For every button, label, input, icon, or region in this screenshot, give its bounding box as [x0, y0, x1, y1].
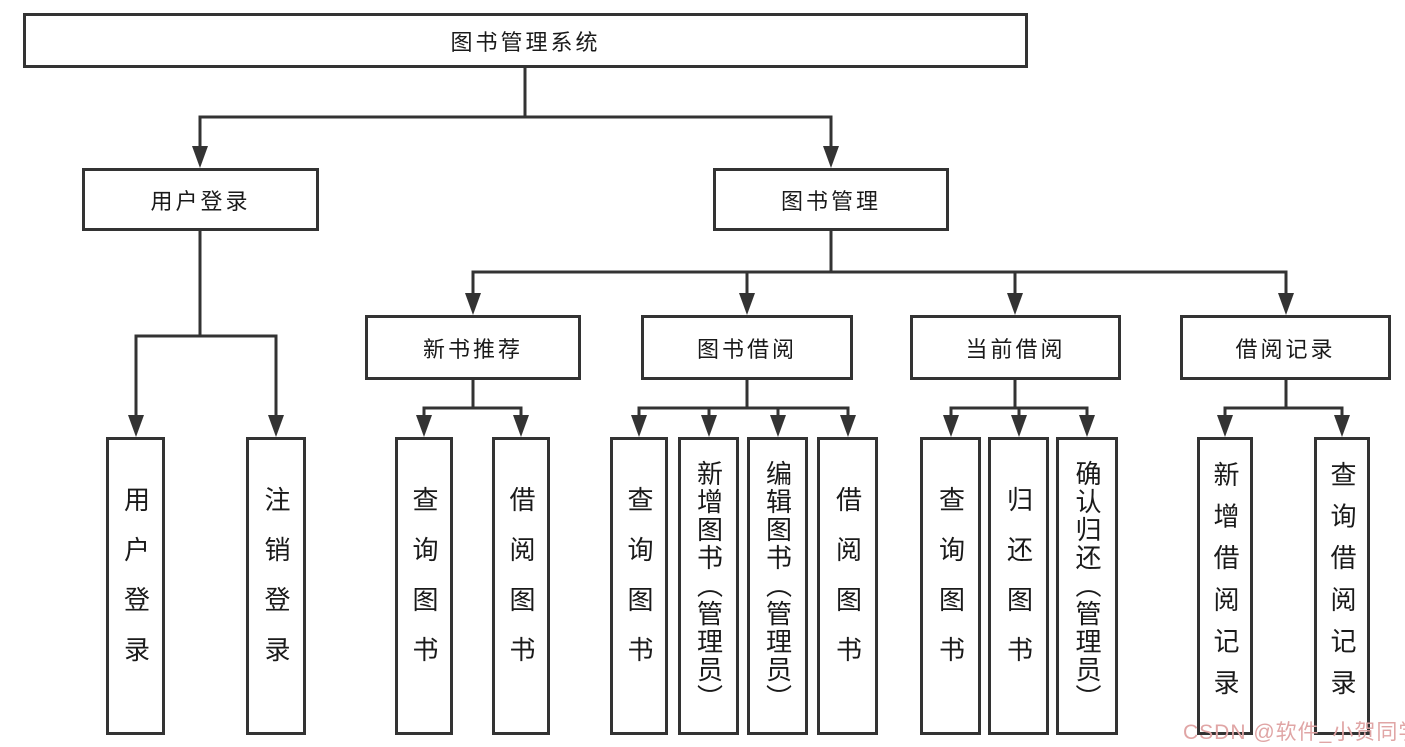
node-label: 查询图书: [935, 486, 966, 686]
node-label: 确认归还（管理员）: [1072, 460, 1102, 712]
node-label: 编辑图书（管理员）: [762, 460, 793, 712]
leaf-edit-books-admin: 编辑图书（管理员）: [747, 437, 808, 735]
node-book-borrow: 图书借阅: [641, 315, 853, 380]
leaf-query-books-current: 查询图书: [920, 437, 981, 735]
leaf-logout: 注销登录: [246, 437, 306, 735]
node-label: 借阅图书: [506, 486, 536, 686]
node-label: 查询图书: [624, 486, 654, 686]
node-book-management: 图书管理: [713, 168, 949, 231]
node-label: 查询图书: [409, 486, 439, 686]
node-borrow-records: 借阅记录: [1180, 315, 1391, 380]
node-label: 注销登录: [261, 486, 291, 686]
leaf-query-books-recommend: 查询图书: [395, 437, 453, 735]
node-label: 借阅图书: [832, 486, 863, 686]
leaf-add-borrow-record: 新增借阅记录: [1197, 437, 1253, 735]
node-label: 用户登录: [150, 188, 251, 214]
node-label: 归还图书: [1003, 486, 1034, 686]
leaf-user-login: 用户登录: [106, 437, 165, 735]
watermark: CSDN @软件_小贺同学: [1183, 721, 1405, 744]
node-label: 图书管理: [780, 188, 881, 214]
node-new-book-recommend: 新书推荐: [365, 315, 581, 380]
leaf-confirm-return-admin: 确认归还（管理员）: [1056, 437, 1118, 735]
node-current-borrow: 当前借阅: [910, 315, 1121, 380]
leaf-return-books: 归还图书: [988, 437, 1049, 735]
node-label: 查询借阅记录: [1327, 461, 1357, 711]
node-label: 当前借阅: [965, 336, 1066, 362]
leaf-query-books-borrow: 查询图书: [610, 437, 668, 735]
node-label: 图书借阅: [696, 336, 797, 362]
leaf-borrow-books: 借阅图书: [817, 437, 878, 735]
leaf-borrow-books-recommend: 借阅图书: [492, 437, 550, 735]
node-label: 图书管理系统: [450, 29, 601, 55]
leaf-query-borrow-record: 查询借阅记录: [1314, 437, 1370, 735]
node-label: 新增借阅记录: [1210, 461, 1240, 711]
node-user-login: 用户登录: [82, 168, 319, 231]
leaf-add-books-admin: 新增图书（管理员）: [678, 437, 739, 735]
node-label: 用户登录: [120, 486, 151, 686]
node-root: 图书管理系统: [23, 13, 1028, 68]
node-label: 新增图书（管理员）: [693, 460, 724, 712]
node-label: 借阅记录: [1235, 336, 1336, 362]
node-label: 新书推荐: [422, 336, 523, 362]
